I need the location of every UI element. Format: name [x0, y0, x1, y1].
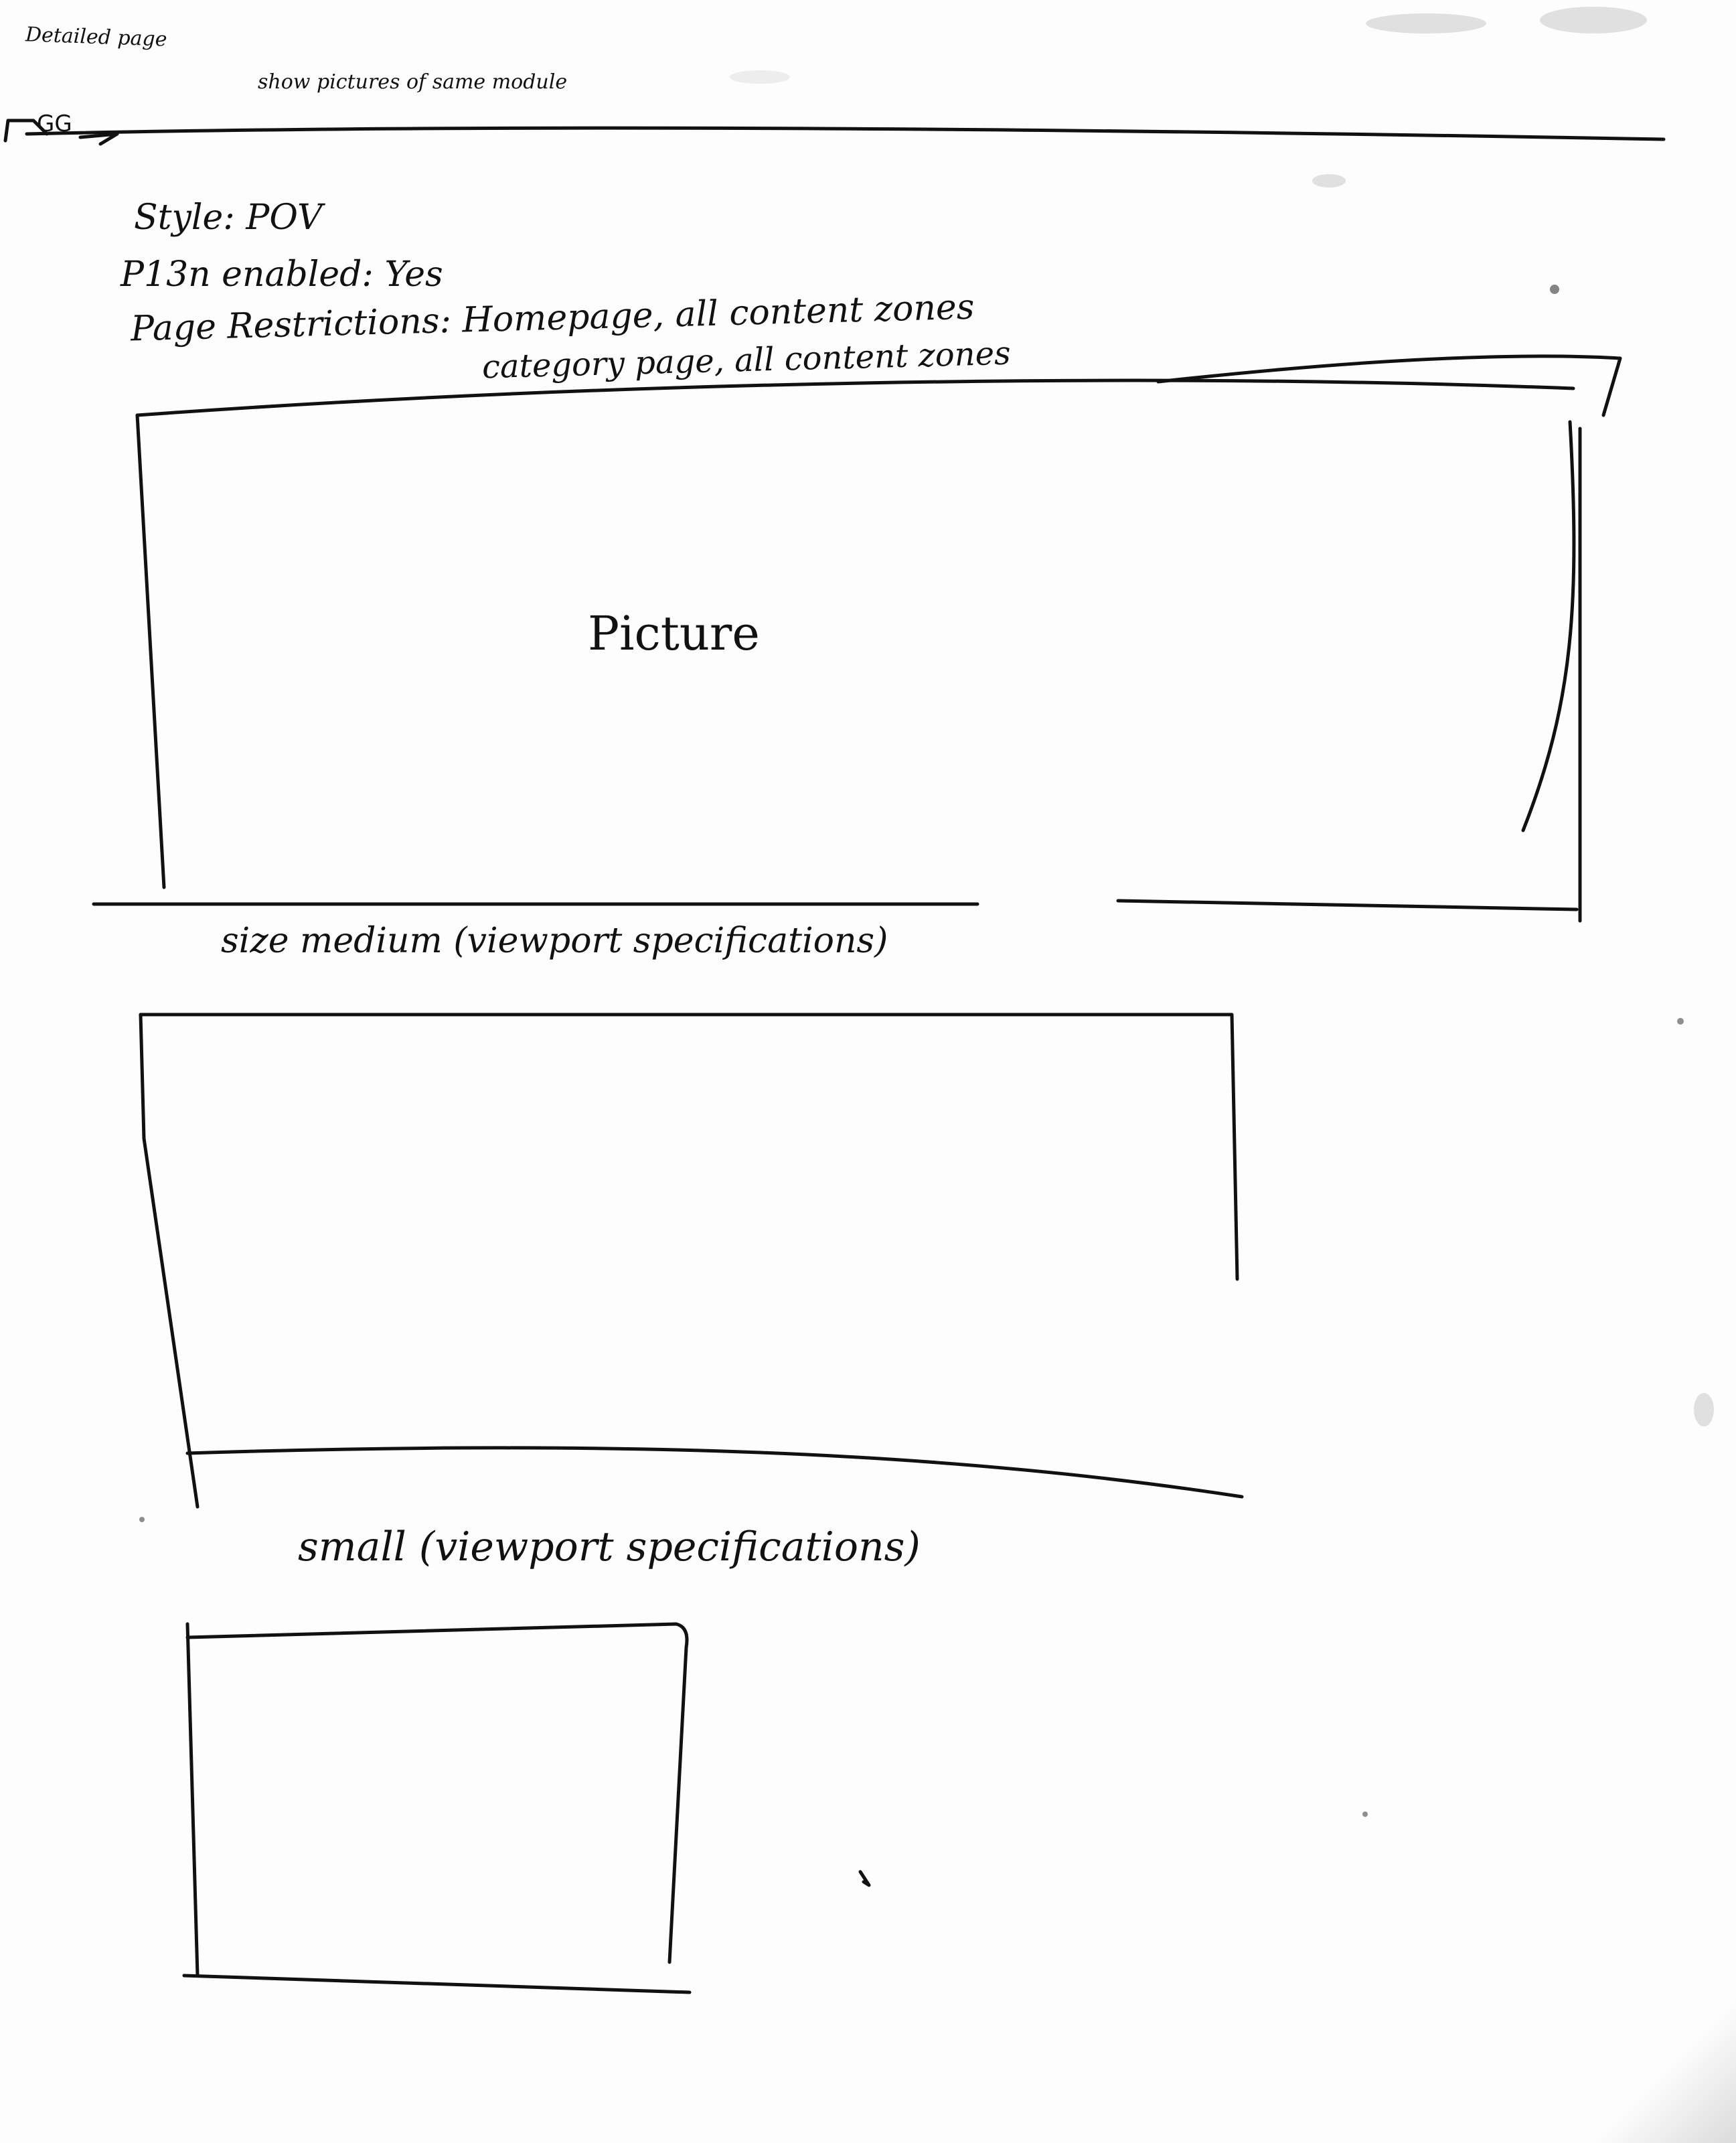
- stray-mark: [858, 1870, 871, 1887]
- page-title: Detailed page: [25, 23, 168, 52]
- header-note: show pictures of same module: [258, 70, 568, 94]
- paper-speck: [1362, 1812, 1368, 1817]
- medium-frame-top: [139, 1013, 1239, 1281]
- paper-speck: [1550, 285, 1559, 294]
- paper-speck: [1677, 1018, 1684, 1025]
- large-frame-top-right: [1156, 354, 1622, 417]
- small-frame-bottom: [182, 1974, 692, 1994]
- medium-frame-left: [139, 1013, 200, 1509]
- large-frame-bottom: [92, 899, 1579, 911]
- large-frame-left: [135, 413, 166, 889]
- medium-caption: size medium (viewport specifications): [221, 921, 888, 961]
- paper-smudge: [730, 70, 790, 84]
- logo: GG: [37, 110, 72, 137]
- style-field: Style: POV: [134, 198, 323, 238]
- small-frame-right: [667, 1645, 688, 1964]
- medium-frame-bottom: [185, 1446, 1244, 1499]
- p13n-field: P13n enabled: Yes: [121, 254, 443, 295]
- paper-smudge: [1694, 1393, 1714, 1426]
- header-divider: [25, 126, 1666, 141]
- logo-icon: [3, 119, 119, 146]
- small-frame-left: [185, 1622, 200, 1978]
- paper-smudge: [1366, 13, 1486, 33]
- small-frame-top: [185, 1622, 689, 1649]
- small-caption: small (viewport specifications): [298, 1524, 921, 1570]
- page-corner-shadow: [1589, 1969, 1736, 2143]
- picture-label: Picture: [588, 606, 760, 661]
- paper-smudge: [1312, 174, 1346, 188]
- large-frame-top: [135, 378, 1575, 417]
- paper-speck: [139, 1517, 145, 1522]
- paper-smudge: [1540, 7, 1647, 33]
- large-frame-right: [1521, 420, 1576, 832]
